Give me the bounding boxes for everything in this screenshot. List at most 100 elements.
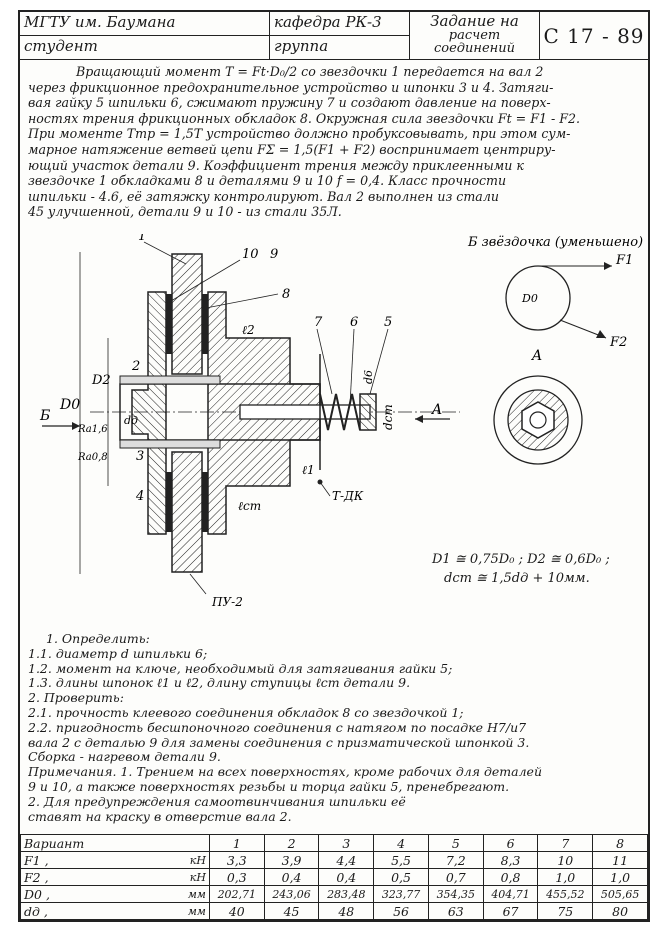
note-line: 2.2. пригодность бесшпоночного соединени… — [28, 720, 527, 735]
variant-number: 6 — [482, 834, 539, 852]
view-b-title: Б звёздочка (уменьшено) — [467, 235, 643, 250]
label-d6: d6 — [362, 370, 375, 384]
table-cell: 67 — [482, 902, 539, 920]
leader-8 — [205, 293, 279, 309]
title-block: МГТУ им. Баумана кафедра РК-3 студент гр… — [20, 12, 648, 60]
table-cell: 1,0 — [592, 868, 648, 886]
key-3 — [119, 375, 221, 385]
intro-line: ющий участок детали 9. Коэффициент трени… — [28, 157, 524, 173]
label-5: 5 — [384, 315, 392, 330]
row-label: F1 , — [19, 851, 128, 869]
leader-pu2 — [189, 573, 207, 595]
row-unit: мм — [127, 902, 210, 920]
table-cell: 7,2 — [427, 851, 484, 869]
label-8: 8 — [282, 287, 290, 302]
table-cell: 5,5 — [373, 851, 429, 869]
note-line: 2. Для предупреждения самоотвинчивания ш… — [28, 794, 406, 809]
label-f1: F1 — [615, 253, 633, 268]
department-name: кафедра РК-3 — [270, 12, 410, 36]
intro-line: Вращающий момент T = Ft·D₀/2 со звездочк… — [76, 64, 544, 79]
table-cell: 8,3 — [482, 851, 539, 869]
variant-number: 8 — [592, 834, 648, 852]
label-4: 4 — [135, 489, 144, 504]
table-cell: 243,06 — [263, 885, 320, 903]
intro-line: ностях трения фрикционных обкладок 8. Ок… — [28, 110, 580, 126]
intro-line: марное натяжение ветвей цепи FΣ = 1,5(F1… — [28, 141, 556, 157]
label-arrow-b: Б — [39, 408, 50, 424]
table-cell: 45 — [263, 902, 320, 920]
row-label: F2 , — [19, 868, 128, 886]
table-cell: 202,71 — [208, 885, 265, 903]
university-name: МГТУ им. Баумана — [20, 12, 270, 36]
intro-line: через фрикционное предохранительное устр… — [28, 79, 554, 95]
leader-tdk — [319, 481, 331, 497]
note-line: Сборка - нагревом детали 9. — [28, 750, 221, 765]
label-f2: F2 — [609, 335, 627, 350]
task-code: С 17 - 89 — [540, 12, 648, 60]
table-cell: 0,8 — [482, 868, 539, 886]
variants-table: Вариант 1 2 3 4 5 6 7 8 F1 , кН 3,3 3,9 … — [19, 834, 648, 920]
sprocket-upper — [171, 253, 203, 375]
disk-10 — [131, 291, 167, 535]
leader-7 — [316, 328, 333, 395]
variant-number: 4 — [373, 834, 429, 852]
table-cell: 3,9 — [263, 851, 320, 869]
table-row: dд , мм 40 45 48 56 63 67 75 80 — [19, 902, 648, 920]
table-cell: 354,35 — [427, 885, 484, 903]
formula-block: D1 ≅ 0,75D₀ ; D2 ≅ 0,6D₀ ; dcm ≅ 1,5dд +… — [432, 550, 610, 588]
label-lcm: ℓcm — [238, 499, 261, 513]
variant-number: 7 — [537, 834, 594, 852]
label-pu2: ПУ-2 — [211, 595, 243, 609]
note-line: вала 2 с деталью 9 для замены соединения… — [28, 735, 530, 750]
intro-line: вая гайку 5 шпильки 6, сжимают пружину 7… — [28, 95, 551, 111]
view-a-stud — [529, 411, 547, 429]
variant-number: 3 — [318, 834, 375, 852]
task-title: Задание на расчет соединений — [410, 12, 540, 60]
arrow-a-head — [415, 415, 423, 423]
note-line: 1.2. момент на ключе, необходимый для за… — [28, 661, 453, 676]
note-line: 1.3. длины шпонок ℓ1 и ℓ2, длину ступицы… — [28, 676, 411, 691]
intro-line: шпильки - 4.6, её затяжку контролируют. … — [28, 188, 499, 204]
label-tdk: Т-ДК — [332, 489, 364, 503]
force-f1-arrow — [604, 262, 612, 270]
label-l1: ℓ1 — [302, 463, 315, 477]
nut-5 — [359, 393, 377, 431]
table-row: D0 , мм 202,71 243,06 283,48 323,77 354,… — [19, 885, 648, 903]
assembly-section-drawing: D0 D2 2 dд Ra1,6 Ra0,8 3 4 Б A 1 10 9 8 — [39, 229, 643, 609]
view-a-title: A — [530, 348, 542, 364]
leader-6 — [349, 328, 355, 406]
student-field: студент — [20, 36, 270, 60]
note-line: 2. Проверить: — [28, 691, 124, 706]
variant-number: 2 — [263, 834, 320, 852]
task-questions: 1. Определить: 1.1. диаметр d шпильки 6;… — [28, 632, 644, 824]
task-title-line: расчет — [448, 28, 501, 43]
label-9: 9 — [270, 247, 278, 262]
note-line: ставят на краску в отверстие вала 2. — [28, 809, 292, 824]
task-title-line: соединений — [434, 41, 515, 56]
table-cell: 63 — [427, 902, 484, 920]
row-unit: кН — [127, 868, 210, 886]
label-6: 6 — [350, 315, 358, 330]
table-cell: 283,48 — [318, 885, 375, 903]
label-dd: dд — [124, 414, 138, 427]
table-cell: 505,65 — [592, 885, 648, 903]
table-cell: 0,5 — [373, 868, 429, 886]
note-line: Примечания. 1. Трением на всех поверхнос… — [28, 765, 542, 780]
note-line: 9 и 10, а также поверхностях резьбы и то… — [28, 779, 510, 794]
row-label: dд , — [19, 902, 128, 920]
arrow-b-head — [72, 422, 80, 430]
variant-number: 5 — [427, 834, 484, 852]
table-row: F2 , кН 0,3 0,4 0,4 0,5 0,7 0,8 1,0 1,0 — [19, 868, 648, 886]
leader-10 — [165, 259, 241, 305]
table-cell: 3,3 — [208, 851, 265, 869]
stud-6 — [239, 404, 371, 420]
key-4 — [119, 439, 221, 449]
table-header-row: Вариант 1 2 3 4 5 6 7 8 — [20, 834, 648, 852]
note-line: 1.1. диаметр d шпильки 6; — [28, 646, 208, 661]
label-10: 10 — [242, 247, 259, 262]
table-cell: 10 — [537, 851, 594, 869]
task-sheet: МГТУ им. Баумана кафедра РК-3 студент гр… — [18, 10, 650, 922]
label-ra08: Ra0,8 — [77, 452, 108, 463]
label-ra16: Ra1,6 — [77, 424, 108, 435]
row-label: D0 , — [19, 885, 128, 903]
